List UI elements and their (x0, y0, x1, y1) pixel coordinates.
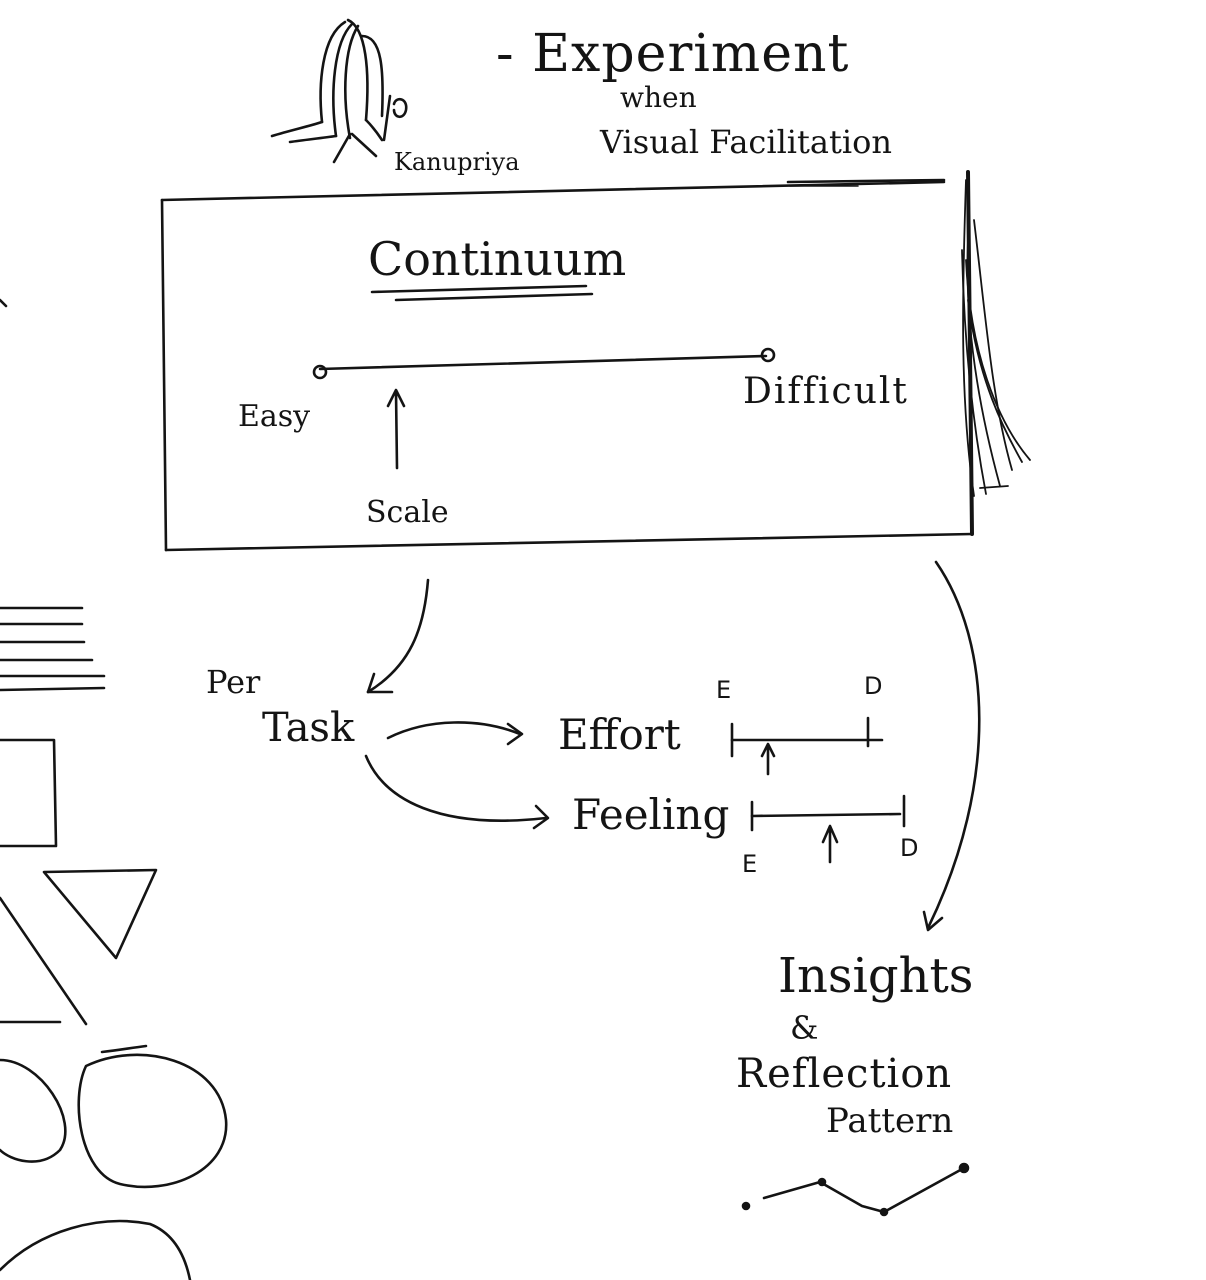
feeling-label: Feeling (572, 790, 730, 839)
topic-label: Visual Facilitation (600, 123, 892, 161)
task-to-feeling-arrow (364, 754, 548, 822)
continuum-heading: Continuum (368, 232, 627, 286)
box-to-insights-arrow (926, 560, 981, 930)
task-to-effort-arrowhead-icon (506, 722, 524, 746)
scale-label: Scale (366, 495, 449, 530)
easy-end-circle (312, 364, 328, 380)
continuum-underline-2 (394, 292, 594, 302)
task-to-feeling-arrowhead-icon (532, 804, 550, 830)
box-bottom-edge (164, 532, 974, 552)
curl-strands (961, 179, 1031, 497)
effort-label: Effort (558, 710, 681, 759)
per-label: Per (206, 663, 261, 701)
left-edge-shapes (0, 298, 228, 1280)
continuum-underline-1 (370, 284, 588, 294)
person-figure-icon (270, 18, 408, 164)
task-label: Task (262, 705, 355, 751)
ampersand-label: & (790, 1009, 819, 1047)
box-to-insights-arrowhead-icon (922, 910, 944, 932)
difficult-end-circle (760, 347, 776, 363)
effort-pointer-arrow-icon (760, 742, 776, 776)
task-to-effort-arrow (386, 721, 522, 740)
continuum-scale-line (318, 354, 768, 371)
feeling-pointer-arrow-icon (821, 824, 839, 864)
title-underline (786, 178, 946, 184)
experiment-title: - Experiment (496, 24, 850, 84)
scale-pointer-arrow-icon (386, 388, 406, 470)
effort-easy-marker: E (716, 676, 732, 704)
easy-label: Easy (238, 399, 311, 434)
feeling-easy-marker: E (742, 850, 758, 878)
effort-difficult-marker: D (864, 672, 883, 700)
author-name: Kanupriya (394, 148, 520, 176)
box-to-task-arrowhead-icon (366, 672, 394, 694)
pattern-zigzag (741, 1162, 970, 1217)
feeling-scale-line (750, 812, 902, 818)
insights-label: Insights (778, 948, 974, 1004)
box-top-edge (160, 180, 946, 202)
box-to-task-arrow (366, 578, 430, 694)
reflection-label: Reflection (736, 1051, 953, 1097)
box-left-edge (160, 198, 168, 552)
difficult-label: Difficult (743, 371, 909, 412)
pattern-label: Pattern (826, 1101, 954, 1141)
when-label: when (620, 81, 697, 114)
feeling-difficult-marker: D (900, 834, 919, 862)
